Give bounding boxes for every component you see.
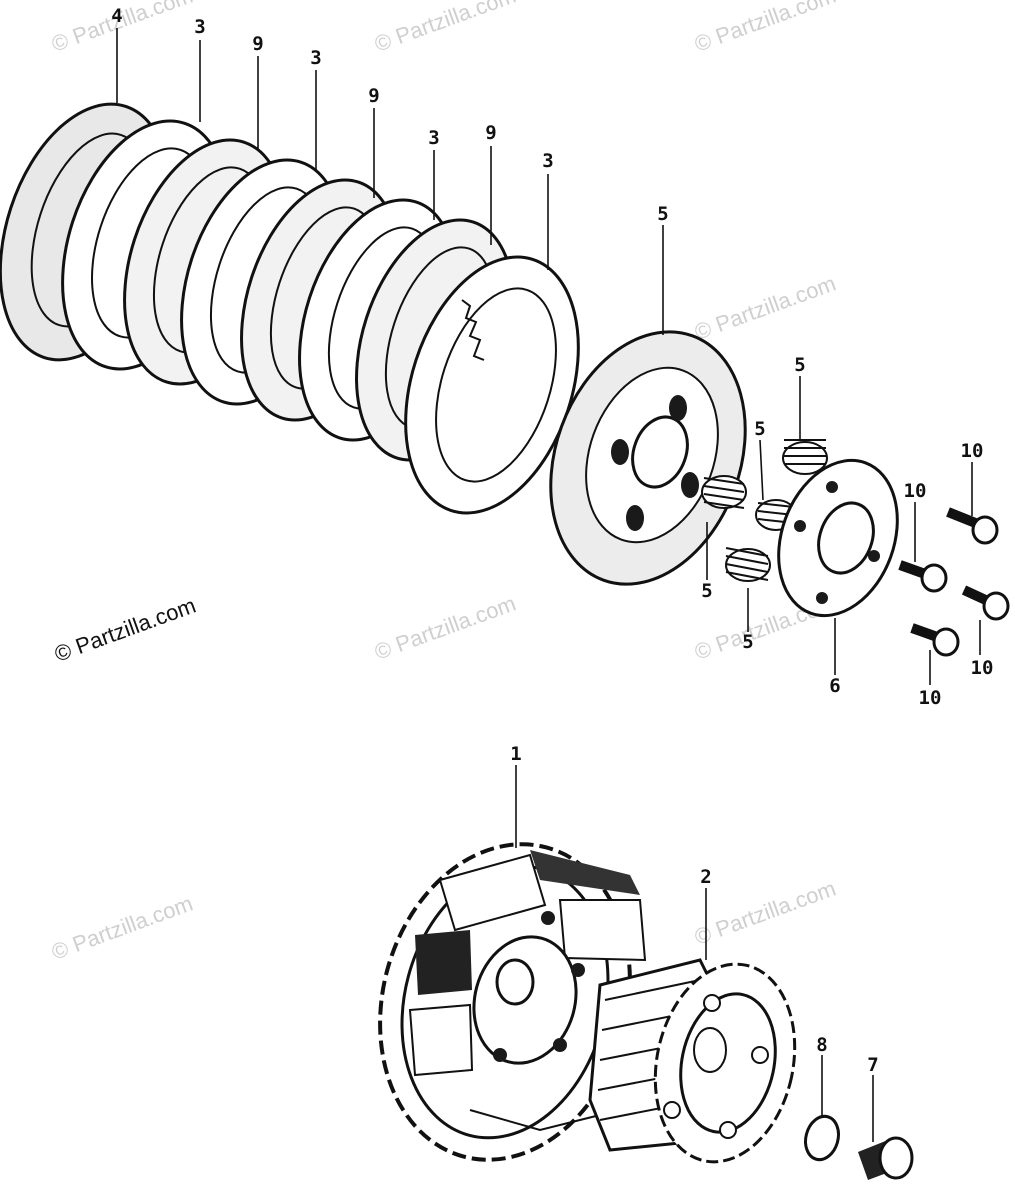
bolt [946,507,999,545]
callout-clutch-center: 2 [700,866,711,888]
clutch-center-hub [588,958,797,1164]
watermark-text: © Partzilla.com [691,876,839,950]
callout-disc: 9 [485,122,496,144]
leader-lines [116,28,981,1142]
watermark-text: © Partzilla.com [691,0,839,57]
spring [701,475,747,509]
circlip [804,1114,840,1162]
callout-spring: 5 [701,580,712,602]
bolt [898,560,948,593]
watermark-text: © Partzilla.com [48,891,196,965]
watermark-text: © Partzilla.com [691,271,839,345]
bolt [910,623,960,657]
bolts [898,507,1010,657]
callout-pressure-plate: 5 [657,203,668,225]
pressure-plate [549,330,747,586]
callout-bolt: 10 [971,657,994,679]
nut [858,1136,914,1180]
bolt [961,585,1010,621]
lifter-plate [777,458,899,618]
spring [725,547,771,582]
spring [782,439,828,475]
clutch-springs [701,439,828,582]
callout-clutch-outer: 1 [510,743,521,765]
callout-nut: 7 [867,1054,878,1076]
callout-plate: 3 [310,47,321,69]
callout-bolt: 10 [904,480,927,502]
callout-spring: 5 [742,631,753,653]
watermark-text-dark: © Partzilla.com [51,593,199,667]
callout-labels: 4 3 9 3 9 3 9 3 5 5 5 5 5 6 10 10 10 10 … [111,5,993,1076]
callout-plate: 3 [542,150,553,172]
callout-disc: 9 [368,85,379,107]
callout-lifter-plate: 6 [829,675,840,697]
callout-friction-disc: 4 [111,5,122,27]
callout-spring: 5 [794,354,805,376]
callout-plate: 3 [428,127,439,149]
callout-plate: 3 [194,16,205,38]
watermark-text: © Partzilla.com [371,591,519,665]
clutch-outer-housing [378,842,647,1162]
watermark-text: © Partzilla.com [371,0,519,57]
clutch-plate-stack [0,102,580,515]
callout-disc: 9 [252,33,263,55]
callout-circlip: 8 [816,1034,827,1056]
callout-spring: 5 [754,418,765,440]
callout-bolt: 10 [961,440,984,462]
callout-bolt: 10 [919,687,942,709]
